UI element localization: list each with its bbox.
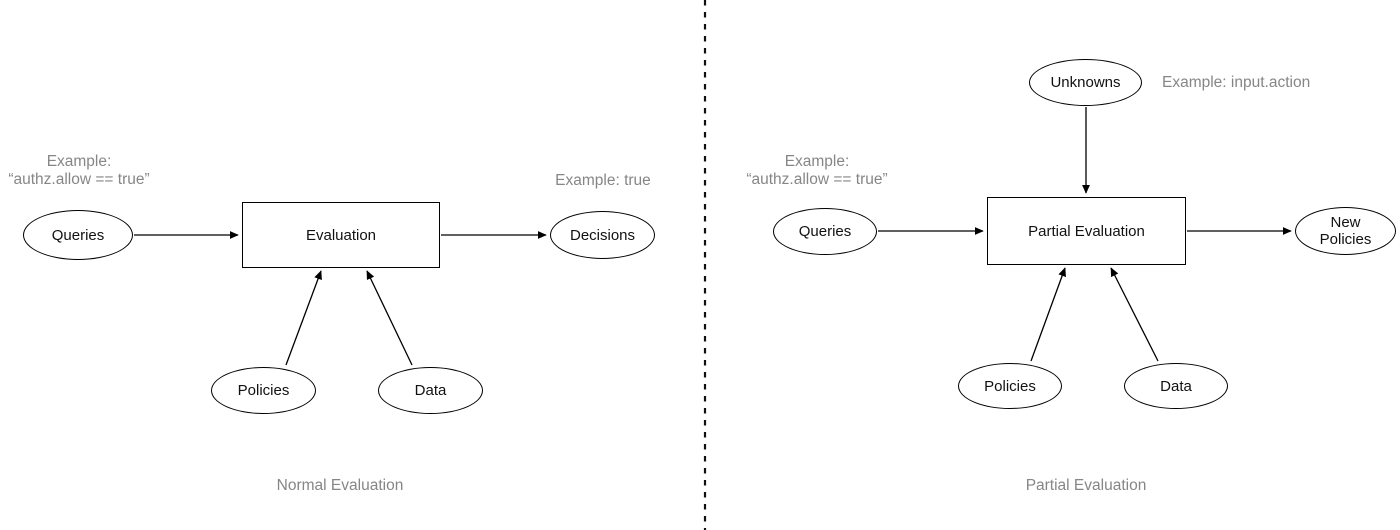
data-node-right: Data	[1124, 363, 1228, 409]
unknowns-example-annotation: Example: input.action	[1162, 74, 1311, 91]
partial-evaluation-box-label: Partial Evaluation	[1028, 222, 1145, 240]
policies-node-label: Policies	[237, 382, 290, 399]
left-panel-caption: Normal Evaluation	[276, 477, 404, 494]
evaluation-box: Evaluation	[242, 202, 440, 268]
right-panel-caption: Partial Evaluation	[1025, 477, 1147, 494]
queries-node-right: Queries	[773, 208, 877, 255]
queries-node-label: Queries	[798, 223, 852, 240]
decisions-node: Decisions	[550, 211, 655, 259]
unknowns-node-label: Unknowns	[1050, 74, 1121, 91]
queries-node-label: Queries	[51, 226, 105, 244]
right-query-example-annotation: Example: “authz.allow == true”	[738, 153, 896, 189]
arrow-policies-to-partial-evaluation	[1030, 267, 1066, 362]
new-policies-node-label: New Policies	[1319, 214, 1372, 248]
new-policies-node: New Policies	[1295, 207, 1396, 255]
annotation-line: Example:	[784, 153, 850, 170]
evaluation-box-label: Evaluation	[305, 226, 377, 244]
data-node-label: Data	[414, 382, 447, 399]
unknowns-node: Unknowns	[1029, 59, 1142, 106]
queries-node: Queries	[23, 210, 133, 260]
policies-node-label: Policies	[984, 377, 1036, 395]
decisions-node-label: Decisions	[569, 226, 636, 244]
annotation-line: Example:	[46, 153, 112, 170]
partial-evaluation-box: Partial Evaluation	[987, 197, 1186, 265]
arrow-data-to-partial-evaluation	[1110, 267, 1159, 362]
data-node-left: Data	[378, 367, 483, 414]
policies-node-right: Policies	[958, 363, 1062, 409]
policies-node-left: Policies	[211, 367, 316, 414]
annotation-line: “authz.allow == true”	[746, 171, 888, 188]
data-node-label: Data	[1160, 377, 1192, 395]
decisions-example-annotation: Example: true	[555, 172, 651, 189]
left-query-example-annotation: Example: “authz.allow == true”	[0, 153, 158, 189]
annotation-line: “authz.allow == true”	[8, 171, 150, 188]
arrow-data-to-evaluation	[366, 270, 413, 366]
arrow-policies-to-evaluation	[285, 270, 322, 366]
